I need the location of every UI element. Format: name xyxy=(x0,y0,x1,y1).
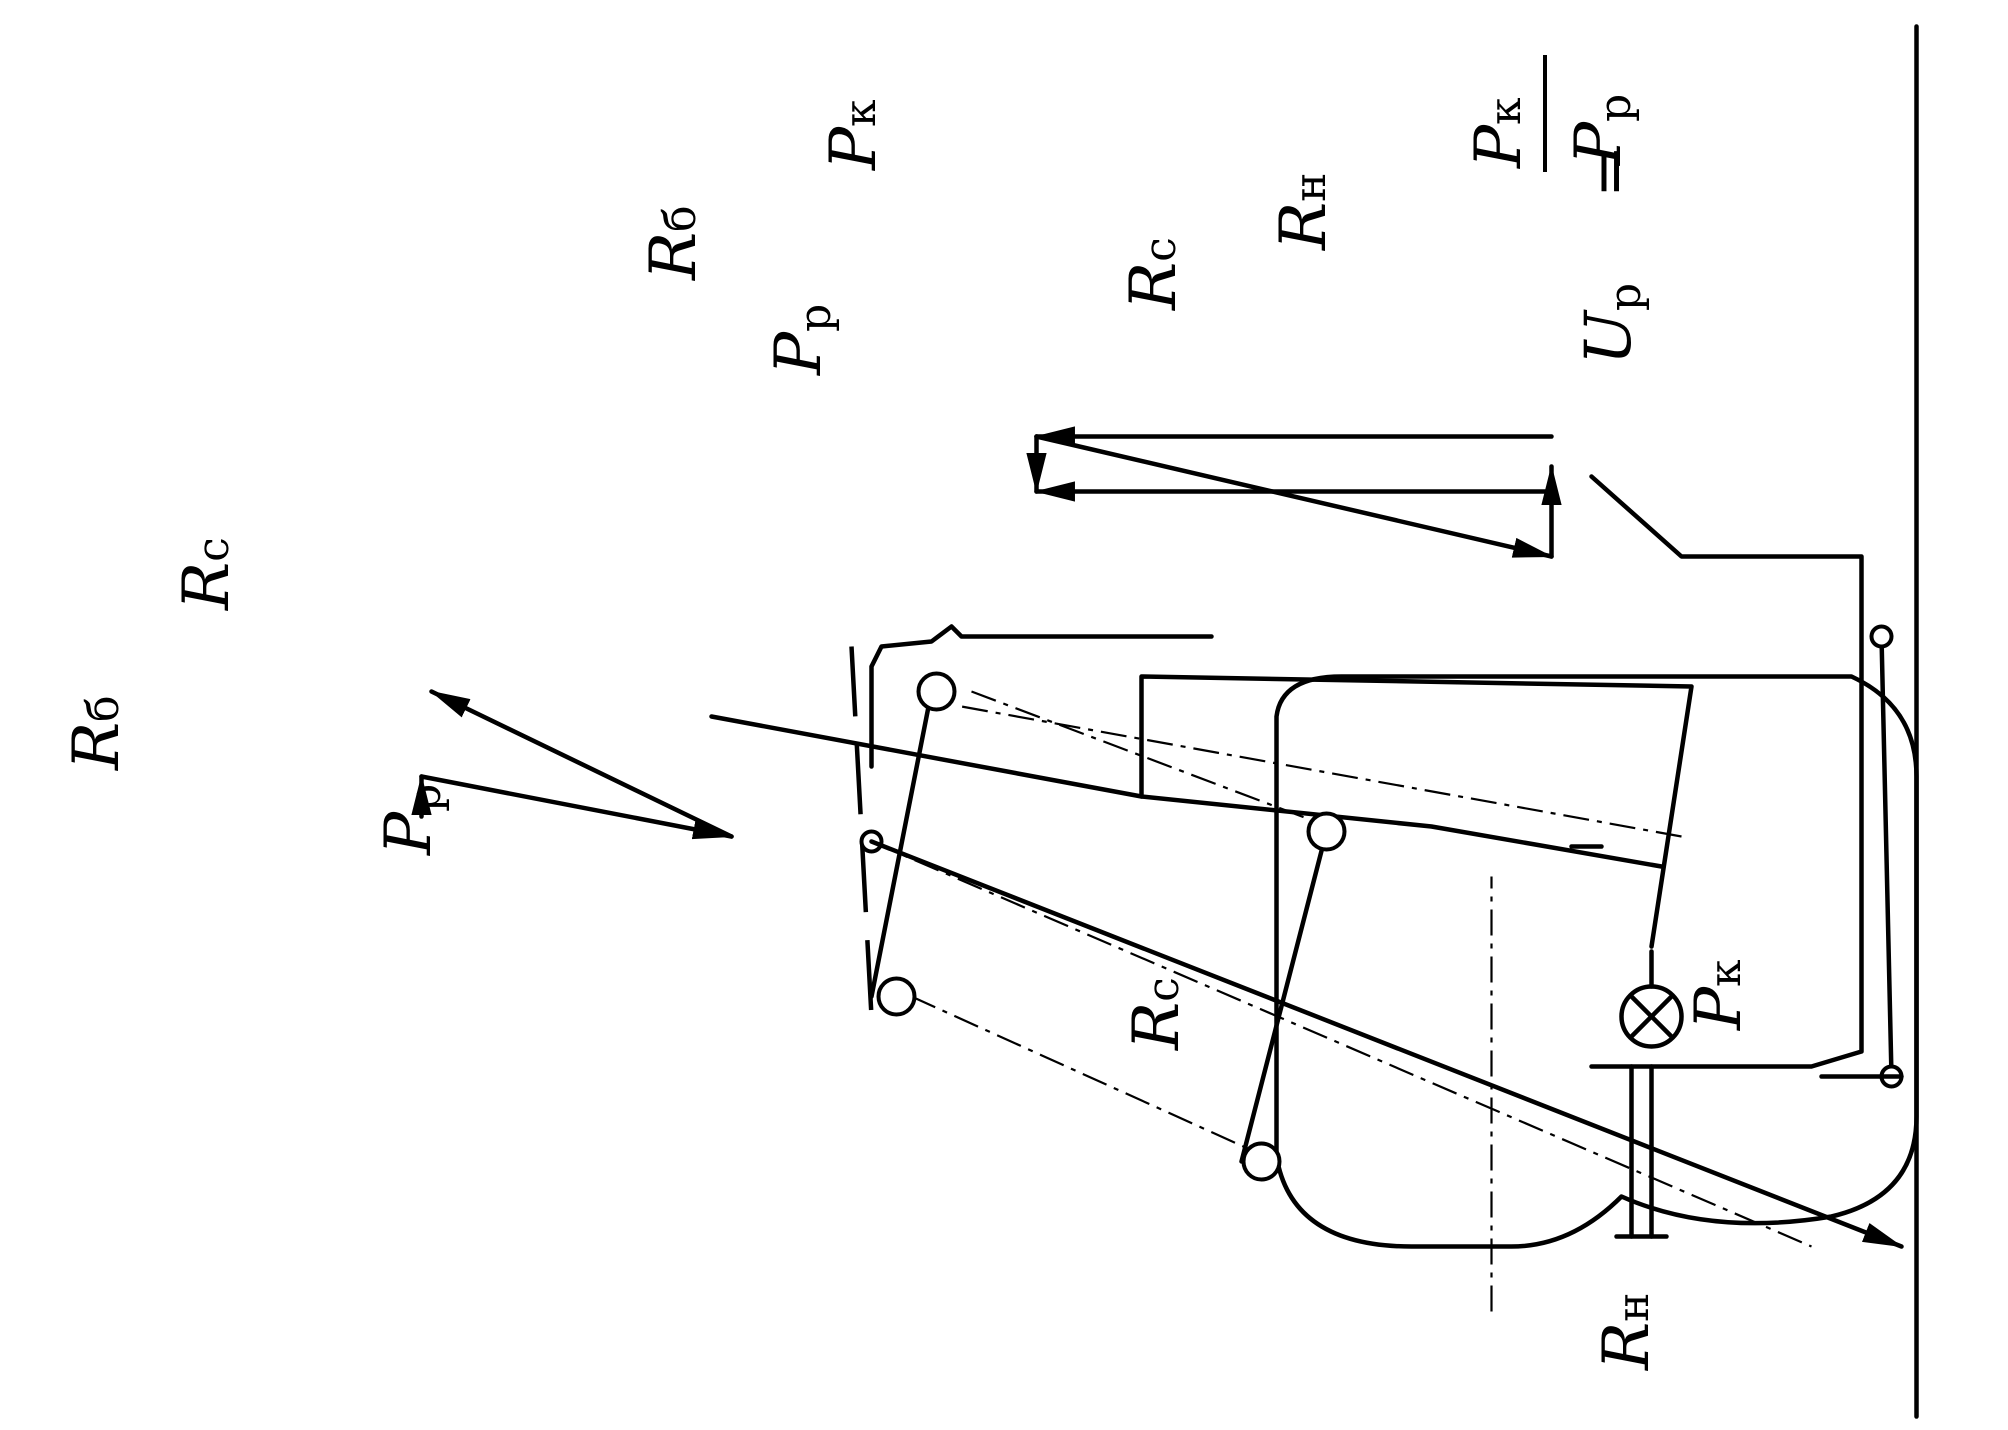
arm-dash xyxy=(849,646,874,1017)
lower-link-2 xyxy=(1239,829,1329,1164)
force-pp-arrow xyxy=(419,774,734,840)
label-rn-poly: Rн xyxy=(1267,172,1341,251)
tie-rod-pin-top xyxy=(1869,624,1894,649)
force-line-rc xyxy=(869,839,1904,1249)
force-rc-arrow xyxy=(429,689,734,839)
strut-axis xyxy=(961,705,1682,838)
label-rc-poly: Rс xyxy=(1117,237,1191,311)
pivot-lower-left xyxy=(876,976,917,1017)
pivot-lower-right xyxy=(1241,1141,1282,1182)
formula-denominator: Pр xyxy=(1562,94,1641,166)
pivot-upper-right xyxy=(1306,811,1347,852)
lower-link-1 xyxy=(911,995,1277,1163)
label-pp-poly: Pр xyxy=(762,304,841,376)
formula-lhs: Uр xyxy=(1572,283,1651,365)
strut-body xyxy=(1139,674,1694,949)
force-line-pp xyxy=(871,840,1812,1248)
kingpin-cross-2 xyxy=(1628,993,1675,1040)
upper-arm xyxy=(869,624,1214,769)
label-rb-poly: Rб xyxy=(637,205,711,281)
formula-numerator: Pк xyxy=(1462,97,1536,169)
polygon-rc xyxy=(1034,434,1554,559)
upper-link-2 xyxy=(869,689,934,999)
upper-link-1 xyxy=(971,690,1342,833)
label-rc-mid: Rс xyxy=(1120,977,1194,1051)
knuckle-arm xyxy=(1589,474,1864,1069)
label-pp-top: Pр xyxy=(372,784,451,856)
wheel-outline xyxy=(1274,674,1919,1249)
label-rc-top: Rс xyxy=(170,537,244,611)
label-rb-top: Rб xyxy=(60,695,134,771)
label-pk-poly: Pк xyxy=(817,99,891,171)
strut-rod xyxy=(709,714,1144,799)
pivot-upper-left xyxy=(916,671,957,712)
labels-group: Rб Rс Pр Rс Pк Rн Pк Rб Rн Rс Pр Uр = Pк… xyxy=(60,55,1756,1371)
label-rn-contact: Rн xyxy=(1590,1292,1664,1371)
formula-equals: = xyxy=(1572,144,1646,198)
label-pk-contact: Pк xyxy=(1682,959,1756,1031)
tie-rod xyxy=(1879,634,1894,1079)
